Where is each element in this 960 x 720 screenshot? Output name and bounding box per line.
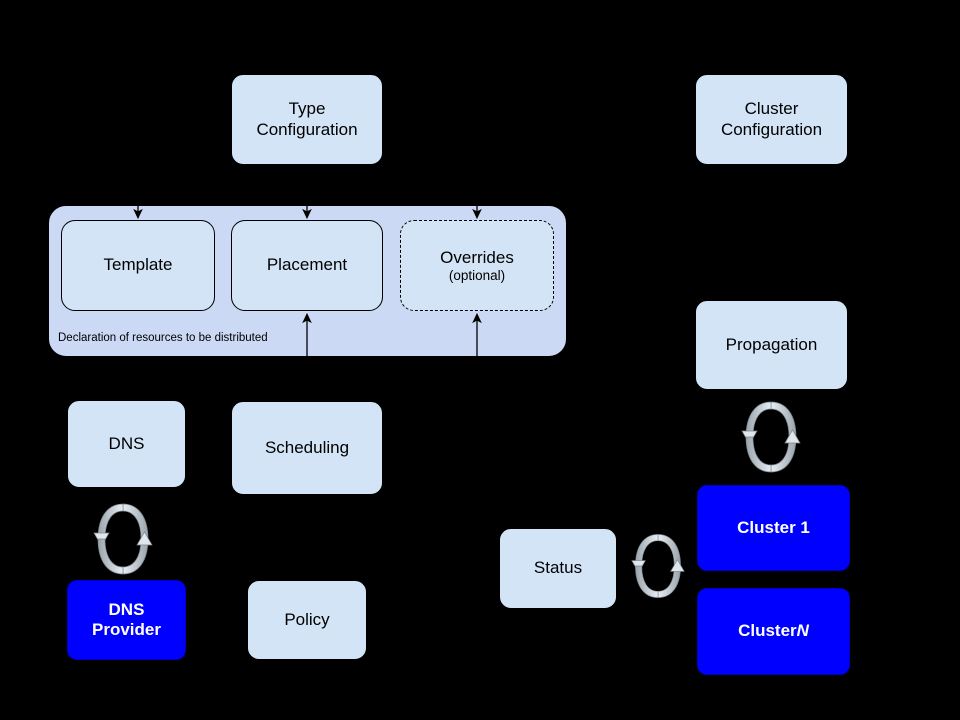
node-overrides-label: Overrides: [440, 247, 514, 267]
node-policy[interactable]: Policy: [247, 580, 367, 660]
sync-arrows-icon: [741, 401, 801, 473]
node-template[interactable]: Template: [61, 220, 215, 311]
group-caption: Declaration of resources to be distribut…: [58, 332, 268, 344]
node-dns-provider[interactable]: DNS Provider: [67, 580, 186, 660]
node-cluster-configuration[interactable]: Cluster Configuration: [695, 74, 848, 165]
node-dns[interactable]: DNS: [67, 400, 186, 488]
node-cluster-1[interactable]: Cluster 1: [697, 485, 850, 571]
node-propagation[interactable]: Propagation: [695, 300, 848, 390]
node-cluster-n-index: N: [796, 621, 809, 641]
node-overrides[interactable]: Overrides (optional): [400, 220, 554, 311]
node-cluster-n-prefix: Cluster: [738, 621, 797, 641]
node-type-configuration[interactable]: Type Configuration: [231, 74, 383, 165]
node-cluster-n[interactable]: Cluster N: [697, 588, 850, 675]
node-status[interactable]: Status: [499, 528, 617, 609]
sync-arrows-icon: [631, 534, 685, 598]
node-overrides-sublabel: (optional): [448, 267, 506, 283]
sync-arrows-icon: [93, 503, 153, 575]
node-placement[interactable]: Placement: [231, 220, 383, 311]
node-scheduling[interactable]: Scheduling: [231, 401, 383, 495]
